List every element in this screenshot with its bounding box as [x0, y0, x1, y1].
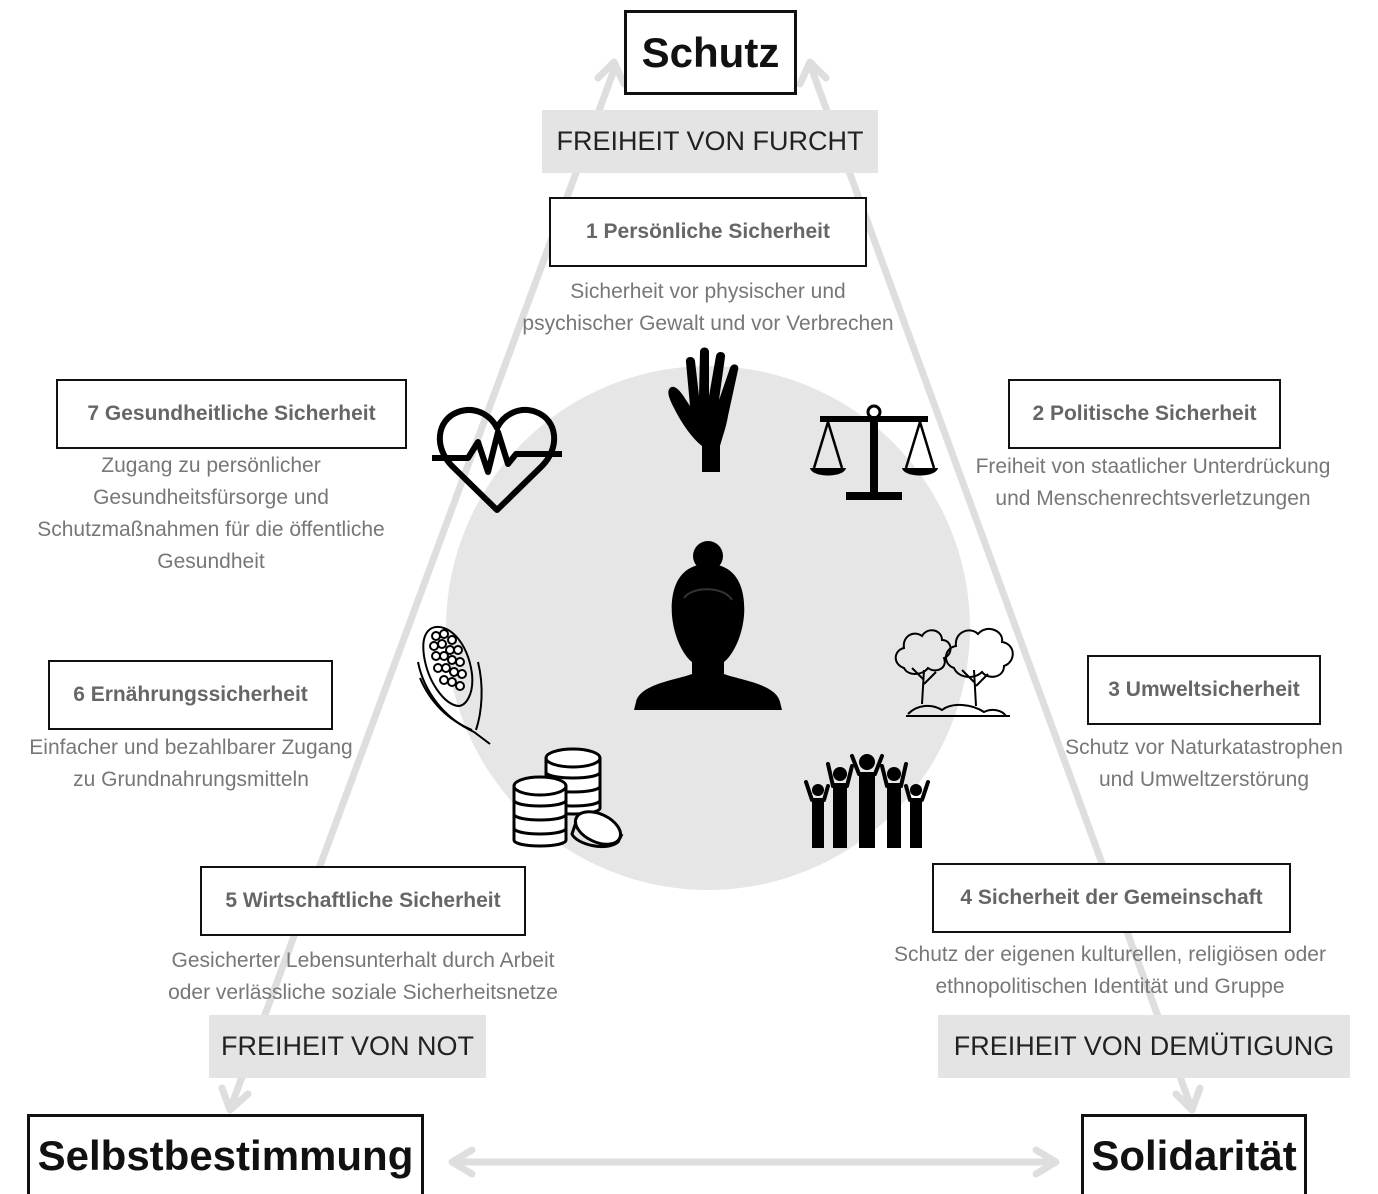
- arrowhead-bottom-right: [1032, 1146, 1060, 1178]
- dimension-7-line-2: Gesundheitsfürsorge und: [93, 486, 329, 509]
- dimension-3-line-1: Schutz vor Naturkatastrophen: [1065, 736, 1343, 759]
- arrowhead-left-top: [594, 58, 628, 88]
- dimension-4-line-1: Schutz der eigenen kulturellen, religiös…: [894, 943, 1326, 966]
- dimension-4-line-2: ethnopolitischen Identität und Gruppe: [935, 975, 1285, 998]
- dimension-2-line-2: und Menschenrechtsverletzungen: [995, 487, 1311, 510]
- dimension-6-description: Einfacher und bezahlbarer Zugang zu Grun…: [0, 732, 382, 796]
- dimension-6-line-1: Einfacher und bezahlbarer Zugang: [29, 736, 353, 759]
- dimension-2-line-1: Freiheit von staatlicher Unterdrückung: [975, 455, 1331, 478]
- scales-icon: [810, 404, 938, 500]
- dimension-7-line-4: Gesundheit: [157, 550, 265, 573]
- coins-icon: [512, 747, 624, 848]
- arrowhead-right-top: [796, 58, 830, 88]
- dimension-5-line-1: Gesicherter Lebensunterhalt durch Arbeit: [171, 949, 555, 972]
- heartbeat-icon: [432, 407, 562, 513]
- corner-solidaritaet: Solidarität: [1081, 1114, 1307, 1194]
- dimension-6-line-2: zu Grundnahrungsmitteln: [73, 768, 309, 791]
- corner-schutz: Schutz: [624, 10, 797, 95]
- dimension-2-title: 2 Politische Sicherheit: [1008, 379, 1281, 449]
- arrowhead-right-bottom: [1172, 1084, 1204, 1114]
- dimension-4-description: Schutz der eigenen kulturellen, religiös…: [852, 939, 1368, 1003]
- dimension-4-title: 4 Sicherheit der Gemeinschaft: [932, 863, 1291, 933]
- dimension-1-title: 1 Persönliche Sicherheit: [549, 197, 867, 267]
- arrowhead-left-bottom: [218, 1084, 252, 1114]
- trees-icon: [894, 627, 1014, 717]
- dimension-1-line-1: Sicherheit vor physischer und: [570, 280, 846, 303]
- freedom-from-fear: FREIHEIT VON FURCHT: [542, 110, 878, 173]
- dimension-7-line-1: Zugang zu persönlicher: [101, 454, 321, 477]
- dimension-5-title: 5 Wirtschaftliche Sicherheit: [200, 866, 526, 936]
- freedom-from-want: FREIHEIT VON NOT: [209, 1015, 486, 1078]
- dimension-5-line-2: oder verlässliche soziale Sicherheitsnet…: [168, 981, 558, 1004]
- dimension-3-description: Schutz vor Naturkatastrophen und Umweltz…: [1038, 732, 1370, 796]
- dimension-7-title: 7 Gesundheitliche Sicherheit: [56, 379, 407, 449]
- people-icon: [804, 754, 930, 848]
- dimension-3-line-2: und Umweltzerstörung: [1098, 768, 1310, 791]
- dimension-2-description: Freiheit von staatlicher Unterdrückung u…: [942, 451, 1364, 515]
- dimension-5-description: Gesicherter Lebensunterhalt durch Arbeit…: [126, 945, 600, 1009]
- arrowhead-bottom-left: [448, 1146, 476, 1178]
- dimension-6-title: 6 Ernährungssicherheit: [48, 660, 333, 730]
- dimension-1-description: Sicherheit vor physischer und psychische…: [470, 276, 946, 340]
- corn-icon: [417, 625, 491, 745]
- corner-selbstbestimmung: Selbstbestimmung: [27, 1114, 424, 1194]
- freedom-from-humiliation: FREIHEIT VON DEMÜTIGUNG: [938, 1015, 1350, 1078]
- person-icon: [634, 541, 782, 710]
- dimension-7-description: Zugang zu persönlicher Gesundheitsfürsor…: [4, 450, 418, 578]
- hand-icon: [668, 347, 739, 472]
- dimension-3-title: 3 Umweltsicherheit: [1087, 655, 1321, 725]
- dimension-1-line-2: psychischer Gewalt und vor Verbrechen: [522, 312, 894, 335]
- dimension-7-line-3: Schutzmaßnahmen für die öffentliche: [37, 518, 385, 541]
